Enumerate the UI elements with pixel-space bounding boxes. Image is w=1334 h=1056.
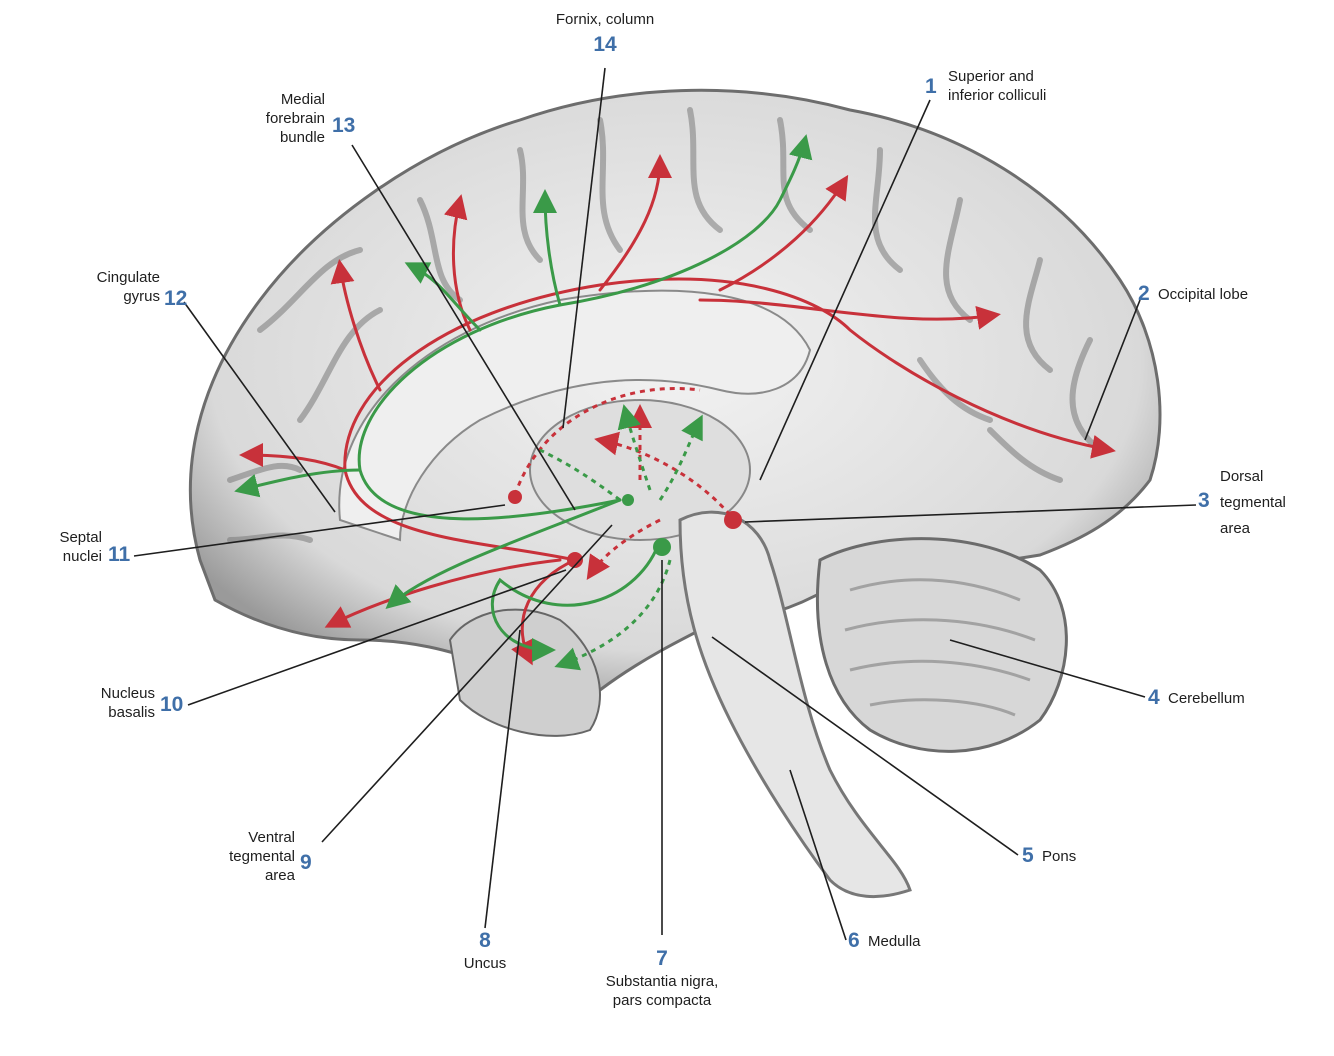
label-line: bundle — [279, 129, 325, 146]
label-ventral-tegmental-area: Ventral tegmental area — [190, 828, 295, 885]
label-nucleus-basalis: Nucleus basalis — [60, 684, 155, 722]
label-number-1: 1 — [925, 75, 937, 98]
acetylcholine-pathways — [234, 134, 813, 662]
label-line: Septal — [59, 529, 102, 546]
label-number-3: 3 — [1198, 489, 1210, 512]
label-number-2: 2 — [1138, 282, 1150, 305]
label-superior-inferior-colliculi: Superior and inferior colliculi — [948, 67, 1046, 105]
label-line: pars compacta — [612, 992, 712, 1009]
label-line: tegmental — [229, 848, 295, 865]
leader-lines — [133, 67, 1197, 941]
label-line: area — [264, 867, 295, 884]
label-uncus: Uncus — [463, 955, 507, 972]
label-dorsal-tegmental-area-line1: Dorsal — [1220, 468, 1264, 485]
label-number-6: 6 — [848, 929, 860, 952]
corpus-callosum — [338, 289, 812, 542]
nucleus-basalis-marker — [567, 552, 583, 568]
vta-marker — [622, 494, 634, 506]
label-number-12: 12 — [164, 287, 188, 310]
label-line: Nucleus — [100, 685, 155, 702]
dorsal-tegmental-marker — [724, 511, 742, 529]
label-line: Substantia nigra, — [605, 973, 719, 990]
label-fornix-column: Fornix, column — [530, 10, 680, 29]
acetylcholine-dashed-pathways — [539, 404, 703, 671]
label-cerebellum: Cerebellum — [1168, 690, 1245, 707]
label-line: Superior and — [948, 68, 1034, 85]
label-line: Cingulate — [96, 269, 160, 286]
label-cingulate-gyrus: Cingulate gyrus — [60, 268, 160, 306]
label-septal-nuclei: Septal nuclei — [30, 528, 102, 566]
substantia-nigra-marker — [653, 538, 671, 556]
label-line: Medial — [280, 91, 325, 108]
septal-nucleus-marker — [508, 490, 522, 504]
label-line: inferior colliculi — [948, 87, 1047, 104]
label-number-13: 13 — [332, 114, 356, 137]
label-occipital-lobe: Occipital lobe — [1158, 286, 1249, 303]
label-dorsal-tegmental-area-line2: tegmental — [1220, 494, 1286, 511]
label-text: Fornix, column — [555, 11, 655, 28]
label-substantia-nigra: Substantia nigra, pars compacta — [572, 972, 752, 1010]
label-line: Ventral — [248, 829, 295, 846]
label-number-9: 9 — [300, 851, 312, 874]
label-number-14: 14 — [593, 33, 617, 56]
label-line: basalis — [108, 704, 155, 721]
label-line: gyrus — [123, 288, 160, 305]
label-number-7: 7 — [656, 947, 668, 970]
label-number-10: 10 — [160, 693, 184, 716]
label-number-5: 5 — [1022, 844, 1034, 867]
cerebellum-folia — [844, 578, 1036, 717]
label-number-11: 11 — [108, 543, 131, 566]
cerebellum — [816, 537, 1068, 753]
label-medial-forebrain-bundle: Medial forebrain bundle — [220, 90, 325, 147]
label-dorsal-tegmental-area-line3: area — [1220, 520, 1251, 537]
label-number-8: 8 — [479, 929, 491, 952]
brainstem — [678, 510, 912, 899]
dopamine-pathways — [239, 154, 1116, 666]
label-line: nuclei — [62, 548, 102, 565]
label-pons: Pons — [1042, 848, 1077, 865]
label-line: forebrain — [265, 110, 325, 127]
label-medulla: Medulla — [868, 933, 921, 950]
label-number-4: 4 — [1148, 686, 1160, 709]
